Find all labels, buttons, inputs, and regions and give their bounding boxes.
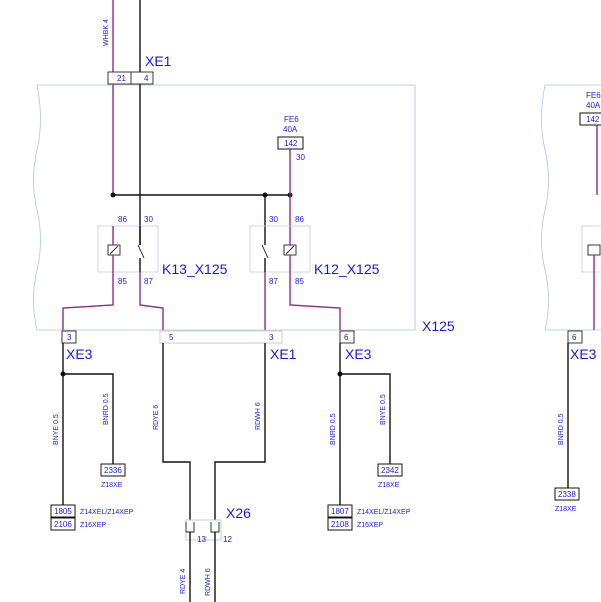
relay-k12-switch-icon <box>261 244 269 259</box>
svg-text:3: 3 <box>67 333 72 342</box>
svg-text:85: 85 <box>118 277 127 286</box>
svg-text:87: 87 <box>269 277 278 286</box>
svg-text:142: 142 <box>586 115 600 124</box>
svg-text:87: 87 <box>144 277 153 286</box>
relay-k12-box <box>249 225 311 273</box>
component-1805 <box>50 504 76 518</box>
svg-text:BNYE 0.5: BNYE 0.5 <box>53 414 60 445</box>
x125-frame <box>33 84 416 331</box>
fuse-fe6-name: FE6 <box>284 115 299 124</box>
component-2336 <box>100 463 126 477</box>
svg-text:3: 3 <box>269 333 274 342</box>
svg-text:30: 30 <box>144 215 153 224</box>
connector-xe3-mid: XE3 <box>345 346 372 362</box>
svg-text:5: 5 <box>169 333 174 342</box>
svg-text:BNYE 0.5: BNYE 0.5 <box>380 394 387 425</box>
svg-text:2338: 2338 <box>558 490 576 499</box>
relay-k13-box <box>97 225 159 273</box>
fuse-fe6-rating: 40A <box>283 125 298 134</box>
pin-21: 21 <box>117 74 126 83</box>
svg-text:40A: 40A <box>586 101 601 110</box>
component-2108 <box>327 517 353 531</box>
svg-text:Z14XEL/Z14XEP: Z14XEL/Z14XEP <box>80 509 134 516</box>
connector-xe1-mid: XE1 <box>270 346 297 362</box>
svg-text:86: 86 <box>118 215 127 224</box>
svg-text:2336: 2336 <box>104 466 122 475</box>
svg-text:Z16XEP: Z16XEP <box>357 522 383 529</box>
relay-k12-label: K12_X125 <box>314 261 380 277</box>
svg-text:Z18XE: Z18XE <box>555 506 577 513</box>
connector-x125: X125 <box>422 318 455 334</box>
component-1807 <box>327 504 353 518</box>
svg-text:1807: 1807 <box>331 507 349 516</box>
component-2106 <box>50 517 76 531</box>
svg-text:RDWH 6: RDWH 6 <box>205 568 212 596</box>
svg-text:6: 6 <box>572 333 577 342</box>
svg-text:Z14XEL/Z14XEP: Z14XEL/Z14XEP <box>357 509 411 516</box>
svg-text:Z18XE: Z18XE <box>378 482 400 489</box>
svg-text:12: 12 <box>223 535 232 544</box>
svg-text:30: 30 <box>296 153 305 162</box>
svg-text:Z16XEP: Z16XEP <box>80 522 106 529</box>
relay-k13-coil-icon <box>107 244 121 256</box>
svg-text:86: 86 <box>295 215 304 224</box>
svg-text:BNRD 0.5: BNRD 0.5 <box>558 413 565 445</box>
svg-text:1805: 1805 <box>54 507 72 516</box>
svg-text:Z18XE: Z18XE <box>101 482 123 489</box>
svg-text:2106: 2106 <box>54 520 72 529</box>
connector-xe3-left: XE3 <box>66 346 93 362</box>
x26-terminal-icon <box>185 522 195 533</box>
svg-text:BNRD 0.5: BNRD 0.5 <box>103 393 110 425</box>
connector-x26: X26 <box>226 505 251 521</box>
svg-text:RDWH 6: RDWH 6 <box>255 402 262 430</box>
svg-text:142: 142 <box>284 139 298 148</box>
svg-text:2342: 2342 <box>381 466 399 475</box>
svg-text:13: 13 <box>197 535 206 544</box>
component-2338 <box>554 487 580 501</box>
svg-text:6: 6 <box>344 333 349 342</box>
x26-terminal-icon-2 <box>210 522 220 533</box>
label-whbk4: WHBK 4 <box>103 19 110 46</box>
relay-k13-switch-icon <box>137 244 145 259</box>
component-2342 <box>377 463 403 477</box>
svg-text:BNRD 0.5: BNRD 0.5 <box>330 413 337 445</box>
connector-xe1-top: XE1 <box>145 53 172 69</box>
relay-k13-label: K13_X125 <box>162 261 228 277</box>
x125-frame-right <box>541 84 601 331</box>
svg-text:RDYE 4: RDYE 4 <box>180 569 187 594</box>
svg-text:2108: 2108 <box>331 520 349 529</box>
connector-xe3-right: XE3 <box>570 346 597 362</box>
svg-text:85: 85 <box>295 277 304 286</box>
pin-4: 4 <box>144 74 149 83</box>
svg-text:RDYE 6: RDYE 6 <box>153 405 160 430</box>
svg-text:30: 30 <box>269 215 278 224</box>
xe1-top-pins <box>107 71 154 85</box>
svg-text:FE6: FE6 <box>586 91 601 100</box>
